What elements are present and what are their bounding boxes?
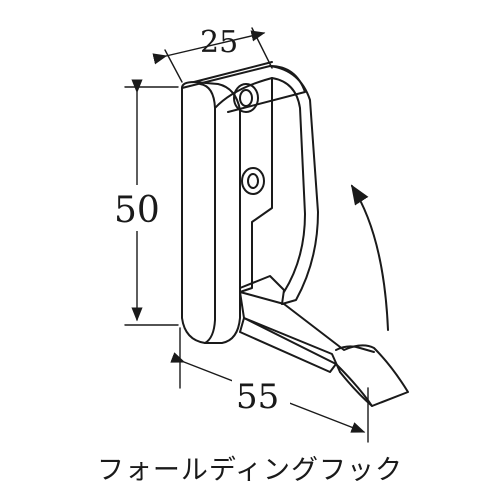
hook-illustration xyxy=(181,61,409,407)
dimension-height-label: 50 xyxy=(114,190,160,231)
dimension-width: 25 xyxy=(152,25,273,83)
dimension-depth: 55 xyxy=(170,327,369,443)
caption: フォールディングフック xyxy=(96,455,404,486)
screw-hole-lower xyxy=(241,167,265,195)
fold-direction-arrow xyxy=(350,184,389,331)
dimension-height: 50 xyxy=(112,79,179,326)
screw-hole-upper xyxy=(233,83,259,113)
dimension-depth-label: 55 xyxy=(236,377,279,417)
dimension-width-label: 25 xyxy=(200,25,238,60)
